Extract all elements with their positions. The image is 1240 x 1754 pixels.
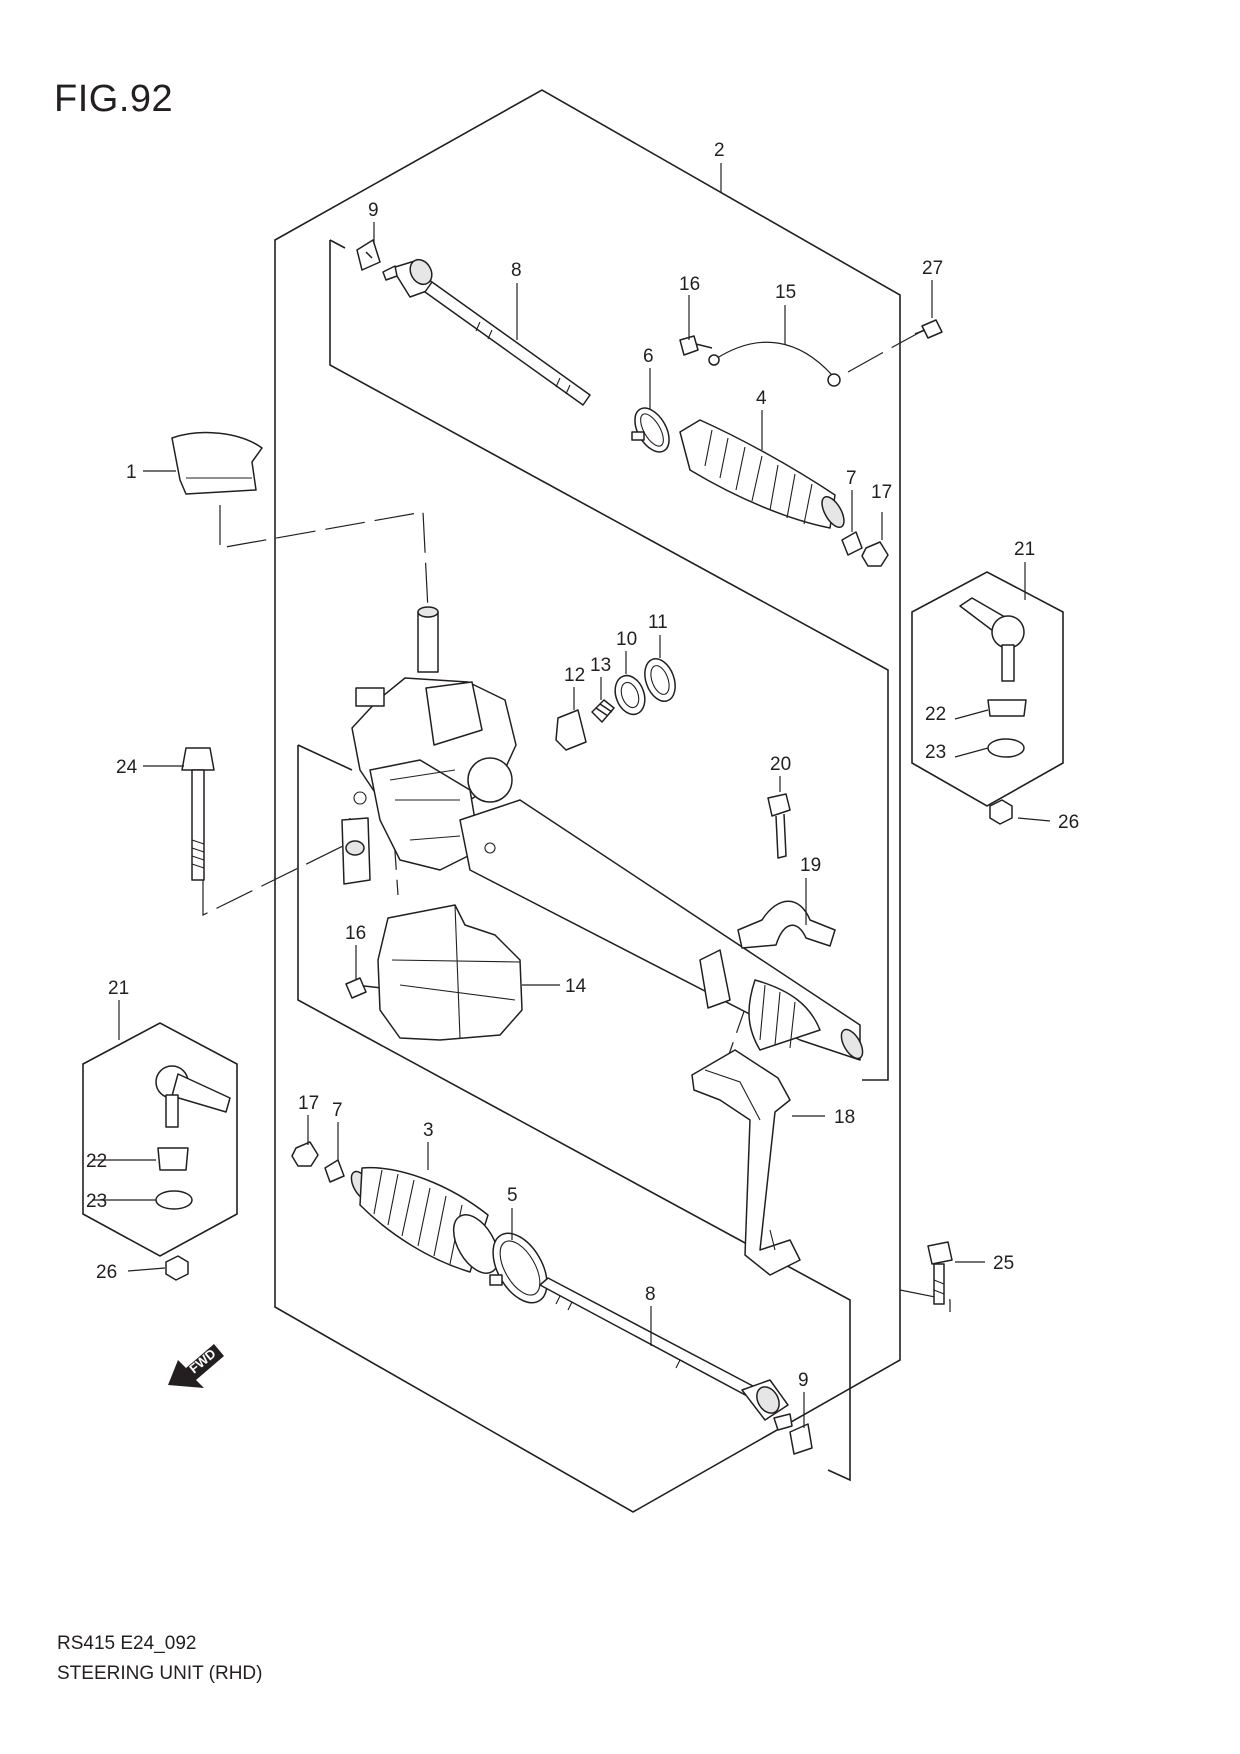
bolt-20: [767, 793, 791, 859]
lock-washer-9-top: [356, 239, 381, 271]
lower-subframe-top: [297, 744, 353, 771]
callout-10: 10: [616, 629, 637, 650]
rack-tube: [459, 799, 864, 1061]
connector-24-to-housing: [202, 817, 351, 916]
rack-guide-12: [555, 709, 587, 751]
callout-16-top: 16: [679, 274, 700, 295]
clamp-bracket-19: [737, 900, 836, 949]
boot-clamp-6: [631, 407, 670, 453]
tie-rod-end-21-right: [959, 597, 1025, 682]
gear-housing: [341, 606, 517, 885]
diagram-caption: STEERING UNIT (RHD): [57, 1663, 263, 1684]
tie-rod-end-21-left: [155, 1065, 231, 1128]
wire-harness-15: [713, 341, 833, 376]
callout-1: 1: [126, 462, 137, 483]
bolt-16-top: [679, 335, 713, 356]
callout-13: 13: [590, 655, 611, 676]
wire-terminal-a: [708, 354, 720, 366]
lower-subframe: [297, 745, 851, 1482]
seal-11: [644, 658, 676, 702]
bolt-27: [914, 319, 943, 339]
callout-16-mid: 16: [345, 923, 366, 944]
callout-22-left: 22: [86, 1151, 107, 1172]
band-nut-17-bottom: [291, 1141, 319, 1167]
upper-subframe-tick: [329, 239, 346, 249]
figure-title: FIG.92: [54, 78, 174, 120]
gear-cover-14: [377, 904, 523, 1041]
spring-13: [591, 699, 615, 723]
callout-9-bottom: 9: [798, 1370, 809, 1391]
lock-washer-9-bottom: [789, 1423, 813, 1455]
yoke-plug-10: [614, 674, 646, 716]
callout-26-left: 26: [96, 1262, 117, 1283]
tie-rod-end-box-right: [911, 571, 1064, 807]
callout-25: 25: [993, 1253, 1014, 1274]
tie-rod-end-box-left: [82, 1022, 238, 1257]
bolt-16-mid: [345, 977, 383, 999]
ring-23-right: [987, 738, 1025, 758]
callout-2: 2: [714, 140, 725, 161]
tie-rod-upper: [382, 258, 591, 406]
rack-boot-3: [350, 1166, 500, 1274]
nut-26-left: [165, 1255, 189, 1281]
callout-21-left: 21: [108, 978, 129, 999]
clip-7-top: [841, 531, 863, 556]
callout-26-right: 26: [1058, 812, 1079, 833]
tie-rod-lower: [539, 1277, 793, 1431]
fwd-arrow-icon: FWD: [168, 1344, 224, 1388]
callout-14: 14: [565, 976, 587, 997]
callout-8-top: 8: [511, 260, 522, 281]
callout-27: 27: [922, 258, 943, 279]
connector-1-to-pinion: [219, 505, 429, 611]
rack-boot-4: [679, 419, 845, 529]
column-cover-1: [171, 431, 263, 495]
upper-subframe: [329, 240, 889, 1081]
callout-3: 3: [423, 1120, 434, 1141]
dust-seal-22-left: [157, 1147, 189, 1171]
callout-5: 5: [507, 1185, 518, 1206]
band-nut-17-top: [861, 541, 889, 567]
connector-15-to-27: [847, 329, 925, 373]
callout-21-right: 21: [1014, 539, 1035, 560]
bolt-24: [181, 747, 215, 881]
dust-seal-22-right: [987, 699, 1027, 717]
assembly-frame: [274, 89, 901, 1513]
callout-7-top: 7: [846, 468, 857, 489]
callout-8-bottom: 8: [645, 1284, 656, 1305]
bracket-18: [691, 1049, 801, 1276]
bolt-25: [927, 1241, 953, 1305]
callout-24: 24: [116, 757, 138, 778]
nut-26-right: [989, 799, 1013, 825]
wire-terminal-b: [827, 373, 841, 387]
boot-clamp-5: [489, 1232, 548, 1304]
callout-19: 19: [800, 855, 821, 876]
callout-9-top: 9: [368, 200, 379, 221]
callout-11: 11: [648, 612, 668, 633]
diagram-code: RS415 E24_092: [57, 1633, 197, 1654]
callout-6: 6: [643, 346, 654, 367]
callout-17-top: 17: [871, 482, 892, 503]
callout-17-bottom: 17: [298, 1093, 319, 1114]
callout-20: 20: [770, 754, 791, 775]
callout-22-right: 22: [925, 704, 946, 725]
ring-23-left: [155, 1190, 193, 1210]
leader-lines: [92, 163, 1051, 1428]
callout-15: 15: [775, 282, 796, 303]
callout-23-left: 23: [86, 1191, 107, 1212]
callout-4: 4: [756, 388, 767, 409]
callout-18: 18: [834, 1107, 855, 1128]
callout-12: 12: [564, 665, 585, 686]
callout-7-bottom: 7: [332, 1100, 343, 1121]
clip-7-bottom: [324, 1159, 345, 1183]
connector-25: [899, 1289, 951, 1312]
callout-23-right: 23: [925, 742, 946, 763]
